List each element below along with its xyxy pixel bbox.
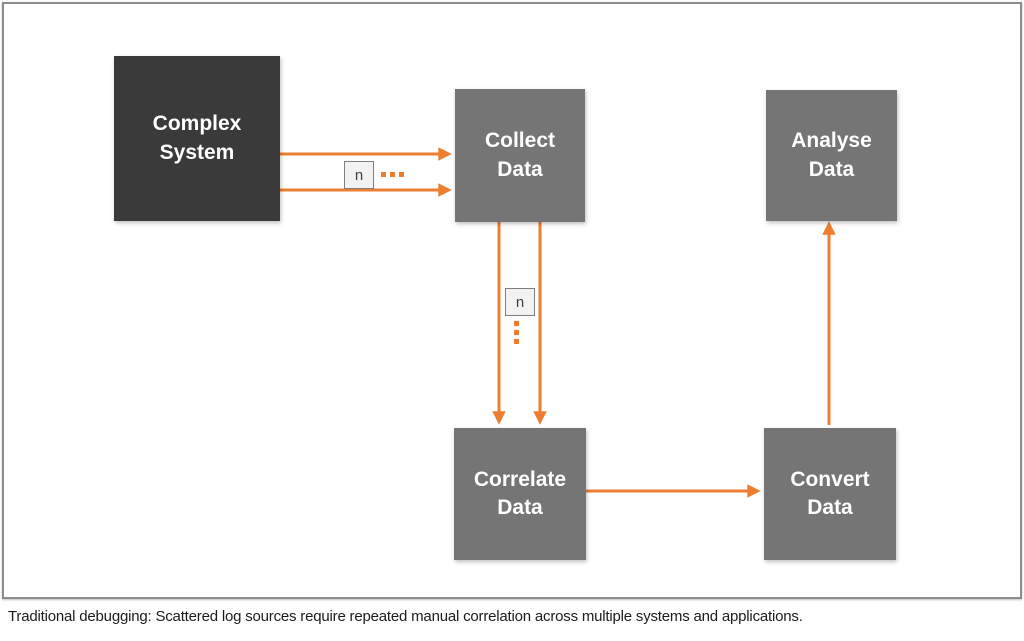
- flow-arrows: [280, 147, 836, 498]
- node-complex-system-label: Complex System: [152, 112, 242, 164]
- diagram-caption: Traditional debugging: Scattered log sou…: [8, 608, 803, 625]
- node-collect-data-label: Collect Data: [484, 129, 555, 181]
- node-correlate-data: Correlate Data: [454, 428, 586, 560]
- node-complex-system: Complex System: [114, 56, 280, 221]
- node-correlate-data-label: Correlate Data: [473, 467, 567, 519]
- multiplicity-badge-horizontal: n: [344, 161, 374, 189]
- node-convert-data: Convert Data: [764, 428, 896, 560]
- node-convert-data-label: Convert Data: [790, 467, 870, 519]
- node-analyse-data: Analyse Data: [766, 90, 897, 221]
- ellipsis-vertical-icon: [514, 321, 519, 344]
- diagram-frame: Complex System Collect Data Analyse Data…: [2, 2, 1022, 599]
- multiplicity-badge-vertical: n: [505, 288, 535, 316]
- node-analyse-data-label: Analyse Data: [791, 129, 872, 181]
- node-collect-data: Collect Data: [455, 89, 585, 222]
- ellipsis-horizontal-icon: [381, 172, 404, 177]
- multiplicity-badge-horizontal-label: n: [354, 166, 364, 184]
- multiplicity-badge-vertical-label: n: [515, 293, 525, 311]
